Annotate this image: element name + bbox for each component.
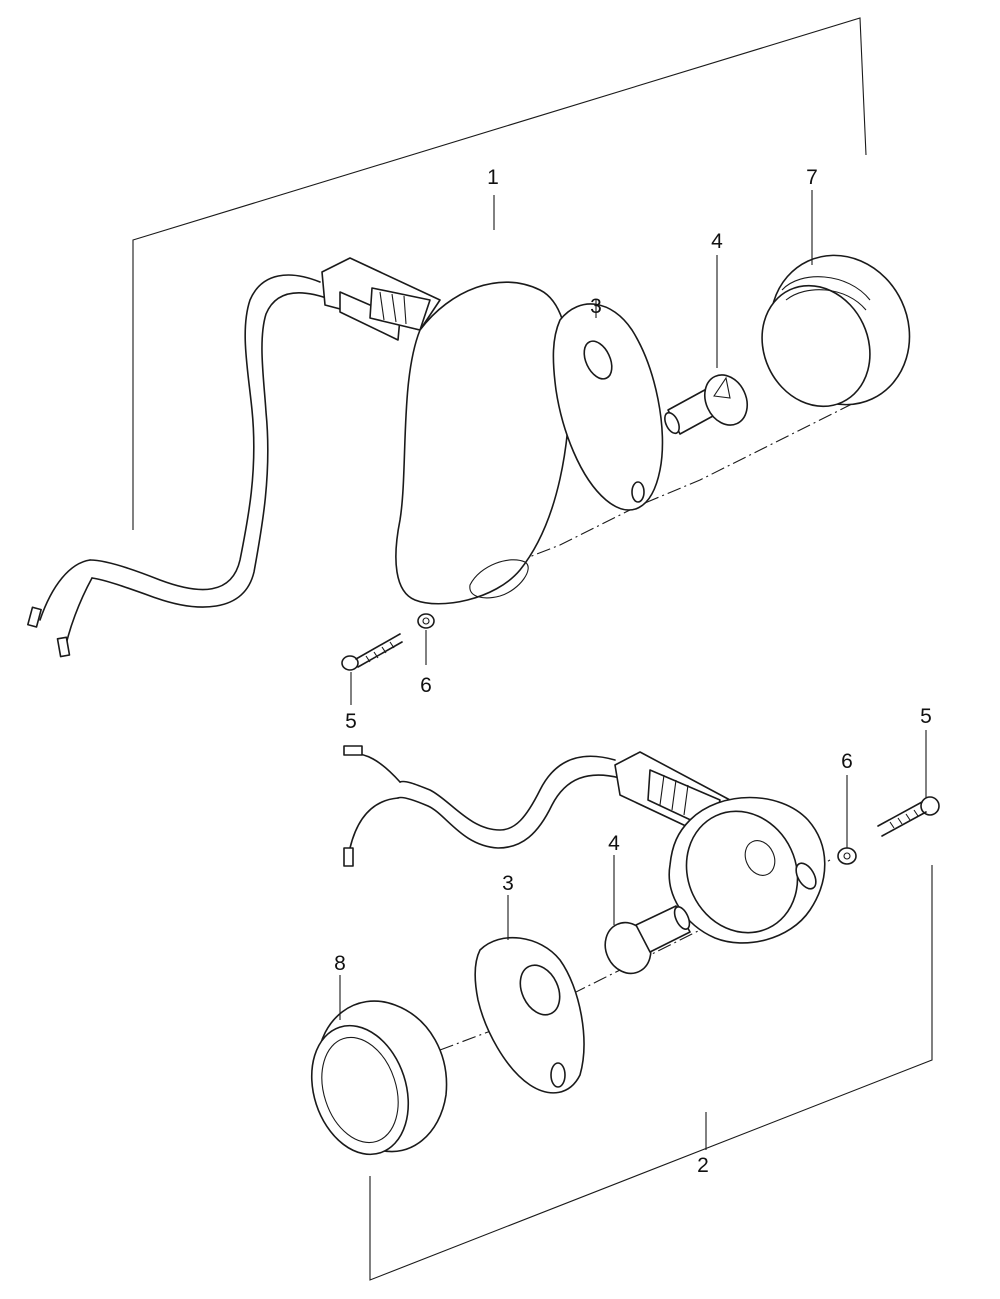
bulb-upper (664, 374, 748, 435)
assembly-2-bracket (369, 865, 933, 1281)
callout-3-lower: 3 (502, 872, 514, 895)
callout-3-upper: 3 (590, 295, 602, 318)
gasket-lower (474, 936, 585, 1094)
bulb-lower (604, 905, 691, 975)
cable-upper (27, 274, 333, 658)
callout-5-upper: 5 (345, 710, 357, 733)
callout-4-upper: 4 (711, 230, 723, 253)
screw-lower (877, 796, 940, 837)
callout-2: 2 (697, 1154, 709, 1177)
housing-lower (668, 796, 826, 944)
assembly-1-bracket (132, 17, 867, 530)
callout-leaders (339, 190, 927, 1020)
callout-4-lower: 4 (608, 832, 620, 855)
callout-6-lower: 6 (841, 750, 853, 773)
lens-upper (761, 254, 911, 408)
lens-lower (310, 1000, 448, 1156)
socket-upper (321, 257, 441, 341)
callout-6-upper: 6 (420, 674, 432, 697)
housing-upper (395, 281, 571, 605)
screw-upper (341, 633, 403, 671)
callout-1: 1 (487, 166, 499, 189)
washer-lower (837, 847, 857, 865)
washer-upper (417, 613, 435, 629)
callout-7: 7 (806, 166, 818, 189)
callout-5-lower: 5 (920, 705, 932, 728)
callout-8: 8 (334, 952, 346, 975)
cable-lower (343, 745, 621, 867)
gasket-upper (552, 303, 664, 511)
assembly-1-axis (469, 399, 861, 581)
